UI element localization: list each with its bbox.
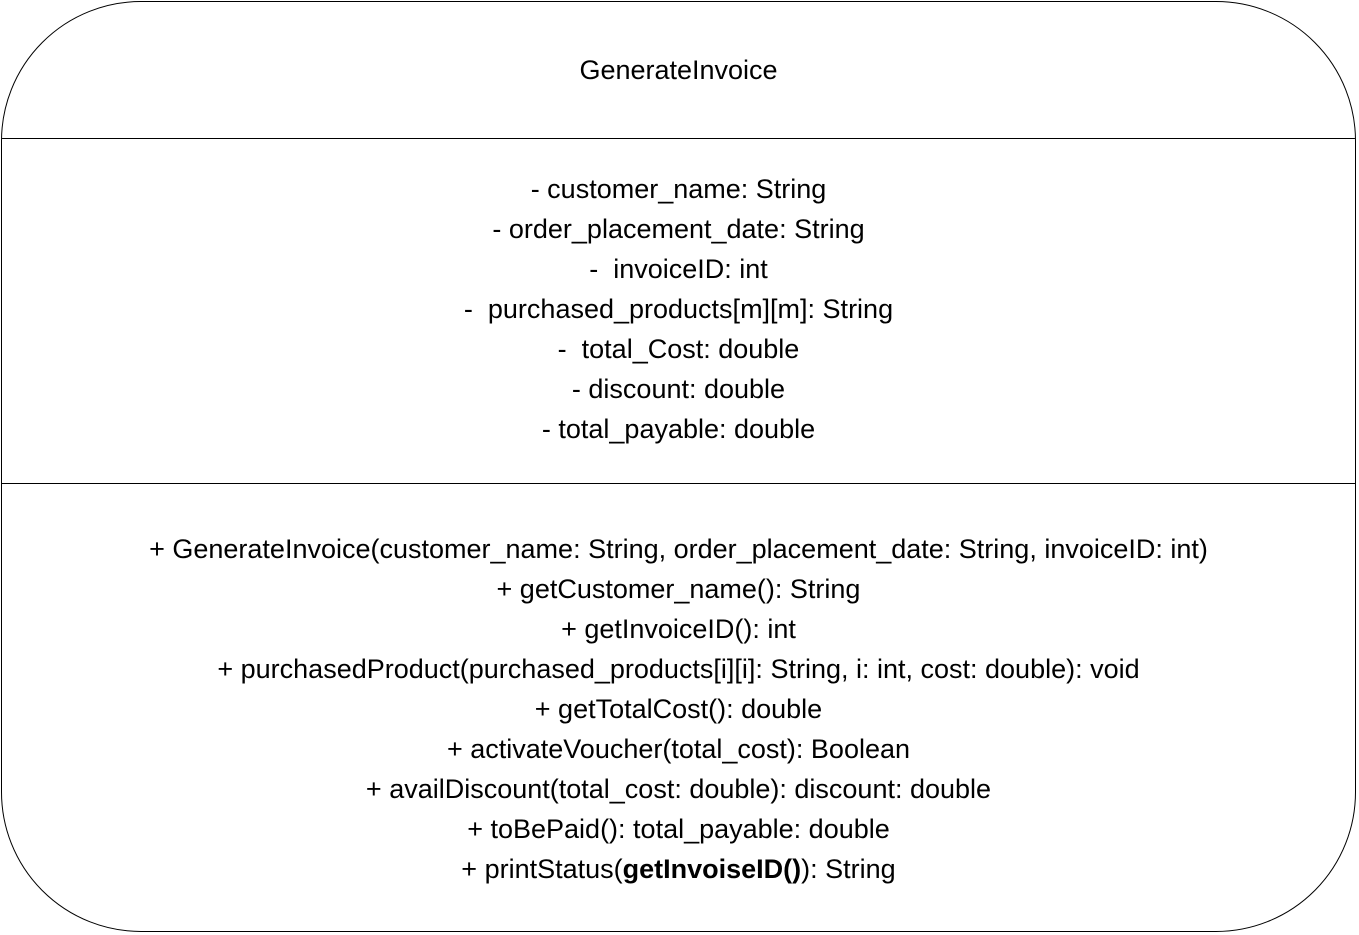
attributes-methods-divider	[2, 483, 1355, 484]
method-row: + getInvoiceID(): int	[561, 614, 796, 644]
attribute-row: - order_placement_date: String	[492, 214, 865, 244]
attribute-row: - discount: double	[571, 374, 786, 404]
attribute-row: - invoiceID: int	[589, 254, 768, 284]
method-row: + availDiscount(total_cost: double): dis…	[365, 774, 992, 804]
method-row: + activateVoucher(total_cost): Boolean	[446, 734, 911, 764]
attribute-row: - purchased_products[m][m]: String	[463, 294, 894, 324]
method-prefix: + printStatus(	[461, 854, 623, 884]
methods-section: + GenerateInvoice(customer_name: String,…	[2, 529, 1355, 889]
method-row: + getCustomer_name(): String	[496, 574, 861, 604]
method-row: + toBePaid(): total_payable: double	[467, 814, 890, 844]
method-row-print-status: + printStatus(getInvoiseID()): String	[2, 849, 1355, 889]
method-row: + purchasedProduct(purchased_products[i]…	[217, 654, 1140, 684]
method-row: + getTotalCost(): double	[534, 694, 823, 724]
attribute-row: - total_Cost: double	[557, 334, 800, 364]
name-attributes-divider	[2, 138, 1355, 139]
attribute-row: - total_payable: double	[541, 414, 816, 444]
attribute-row: - customer_name: String	[530, 174, 827, 204]
class-name: GenerateInvoice	[579, 55, 778, 85]
method-suffix: ): String	[801, 854, 896, 884]
method-row: + GenerateInvoice(customer_name: String,…	[149, 534, 1208, 564]
method-bold-argument: getInvoiseID()	[622, 854, 802, 884]
attributes-section: - customer_name: String - order_placemen…	[2, 169, 1355, 449]
